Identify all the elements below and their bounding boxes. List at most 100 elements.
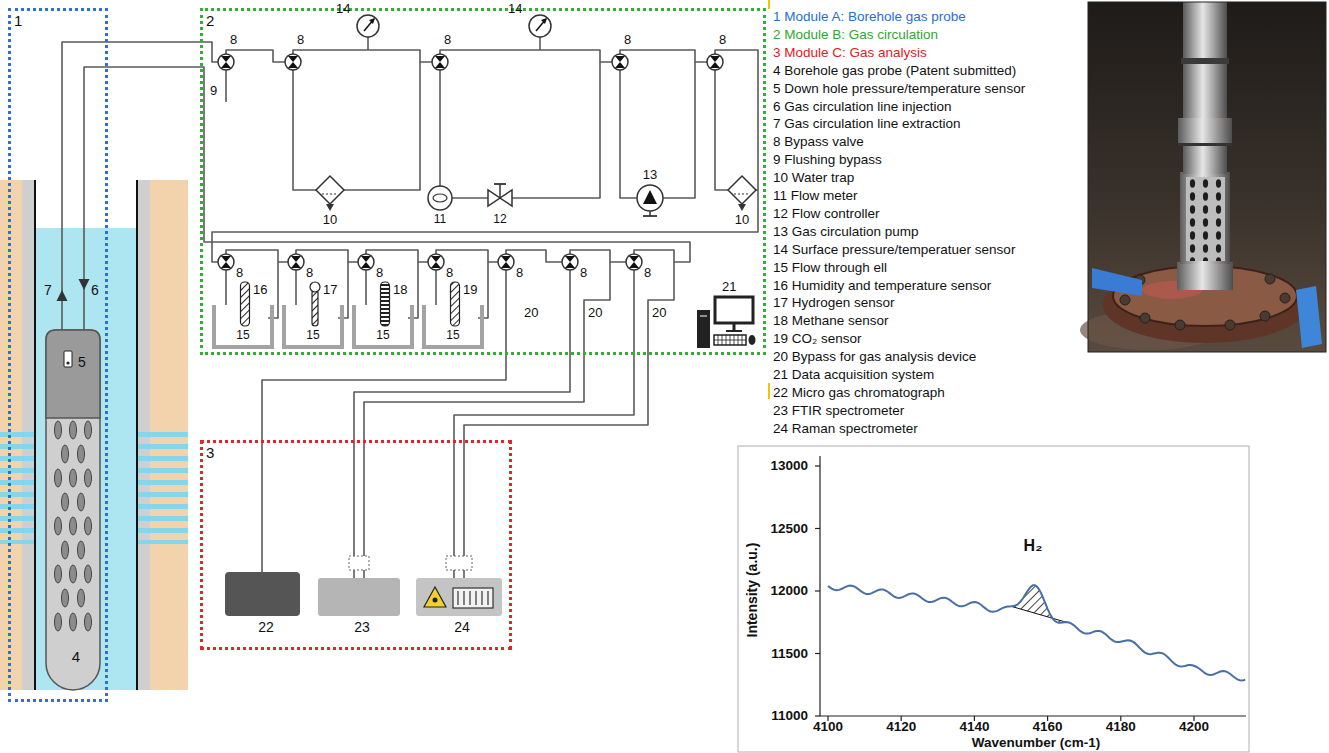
- spectrum-chart: [738, 446, 1249, 752]
- valve-mark: [291, 262, 301, 268]
- gas-line: [453, 570, 455, 578]
- spectrometer-mark: [475, 591, 476, 605]
- valve-mark: [435, 62, 445, 68]
- valve-mark: [431, 256, 441, 262]
- gauge-needle-head: [541, 18, 547, 24]
- valve-mark: [710, 62, 720, 68]
- callout-number: 8: [516, 266, 523, 281]
- gas-line: [296, 250, 358, 262]
- pipe-coupling: [1178, 118, 1232, 144]
- axis-title: Wavenumber (cm-1): [972, 735, 1101, 751]
- probe-head: [46, 330, 100, 418]
- computer-tower: [697, 310, 710, 348]
- raman-spectrometer: 24: [414, 556, 510, 638]
- probe-slot: [62, 589, 69, 607]
- line-label: 7: [44, 282, 52, 298]
- callout-number: 1: [14, 12, 22, 29]
- callout-number: 14: [508, 2, 522, 17]
- axis-tick: [815, 465, 820, 466]
- axis-tick-label: 11500: [771, 646, 808, 662]
- callout-number: 8: [306, 266, 313, 281]
- bypass-valve: [358, 254, 374, 270]
- callout-number: 8: [297, 33, 304, 48]
- legend-item: 4 Borehole gas probe (Patent submitted): [773, 63, 1016, 79]
- probe-slot: [85, 517, 92, 535]
- water-trap: [316, 176, 344, 204]
- sensor-dot: [66, 361, 69, 364]
- valve-mark: [435, 56, 445, 62]
- valve-mark: [431, 262, 441, 268]
- probe-slot: [85, 469, 92, 487]
- callout-number: 8: [719, 33, 726, 48]
- connector: [57, 42, 201, 330]
- valve-mark: [501, 262, 511, 268]
- yellow-mark: [768, 0, 770, 9]
- probe-slot: [78, 541, 85, 559]
- callout-number: 20: [588, 306, 602, 321]
- groundwater: [36, 228, 136, 690]
- bypass-valve: [285, 54, 301, 70]
- probe-slot: [62, 445, 69, 463]
- gas-line: [344, 62, 420, 190]
- gas-line: [366, 250, 428, 262]
- valve-mark: [361, 262, 371, 268]
- laser-mark: [433, 598, 438, 603]
- gas-line: [452, 197, 488, 199]
- connector: [262, 355, 506, 572]
- perforated-pipe: [1186, 177, 1225, 261]
- legend-item: 24 Raman spectrometer: [773, 421, 918, 437]
- bolt: [1175, 320, 1185, 330]
- spectrometer-mark: [469, 591, 470, 605]
- callout-number: 8: [446, 266, 453, 281]
- monitor-stand: [733, 324, 736, 330]
- callout-number: 8: [580, 266, 587, 281]
- valve-mark: [221, 62, 231, 68]
- bypass-valve: [626, 254, 642, 270]
- valve-mark: [629, 256, 639, 262]
- mouse: [749, 335, 756, 345]
- gauge-needle-head: [369, 18, 375, 24]
- connector-line: [84, 67, 200, 330]
- callout-number: 11: [434, 213, 446, 227]
- gas-sensor: [241, 282, 250, 326]
- valve-mark: [565, 262, 575, 268]
- spectrometer-mark: [481, 591, 482, 605]
- probe-slot: [62, 541, 69, 559]
- connector: [454, 355, 648, 556]
- callout-number: 8: [230, 33, 237, 48]
- valve-mark: [710, 56, 720, 62]
- computer-tower-mark: [700, 316, 707, 317]
- connector-line: [262, 355, 506, 572]
- legend-item: 13 Gas circulation pump: [773, 224, 919, 240]
- bolt: [1260, 311, 1270, 321]
- callout-number: 23: [314, 619, 410, 635]
- flow-cell: 15: [422, 305, 484, 349]
- probe-slot: [85, 421, 92, 439]
- connector-line: [62, 42, 200, 330]
- legend-item: 18 Methane sensor: [773, 313, 889, 329]
- legend-item: 1 Module A: Borehole gas probe: [773, 9, 966, 25]
- raman-body: [416, 578, 502, 616]
- controller-stem: [499, 184, 501, 198]
- legend-item: 2 Module B: Gas circulation: [773, 27, 938, 43]
- spectrometer-icon: [453, 588, 493, 608]
- gas-line: [463, 570, 465, 578]
- borehole: [0, 180, 188, 690]
- gas-line: [226, 50, 285, 62]
- callout-number: 2: [206, 12, 214, 29]
- valve-mark: [221, 56, 231, 62]
- callout-number: 4: [46, 648, 106, 665]
- gas-line: [569, 270, 571, 355]
- flow-cell: 15: [282, 305, 344, 349]
- probe-slot: [78, 589, 85, 607]
- probe-slot: [55, 517, 62, 535]
- axis-tick-label: 4140: [959, 719, 989, 735]
- gas-line: [439, 70, 441, 186]
- gas-line: [225, 70, 227, 102]
- callout-number: 22: [222, 619, 310, 635]
- callout-number: 15: [426, 329, 480, 343]
- callout-number: 8: [624, 33, 631, 48]
- peak-label: H₂: [1024, 537, 1043, 555]
- screen-section: [0, 432, 34, 544]
